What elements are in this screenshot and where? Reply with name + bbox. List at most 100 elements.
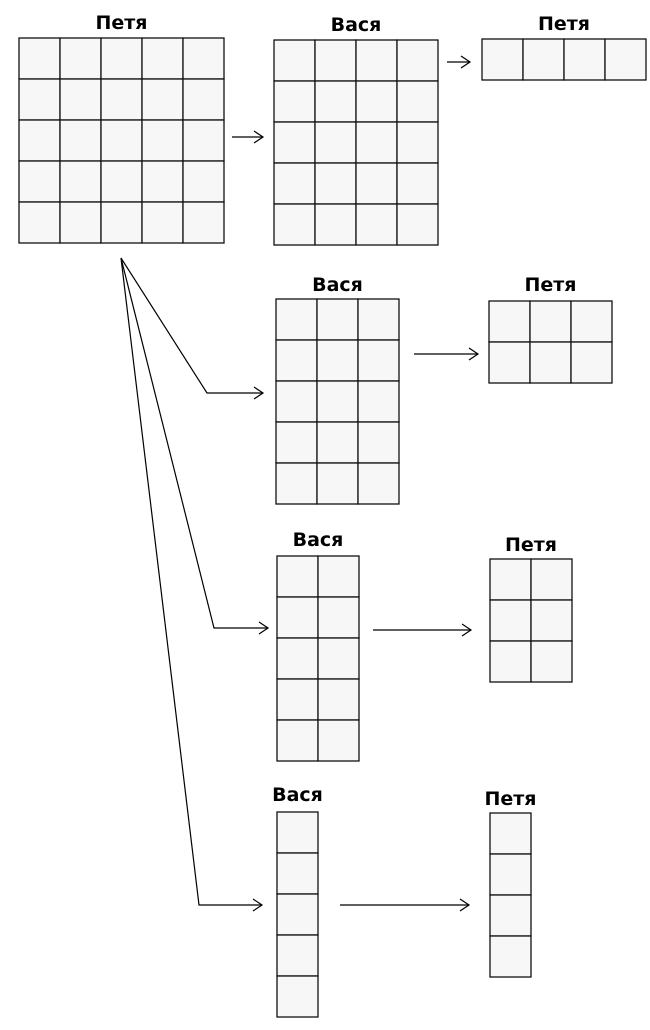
grid-cell	[273, 203, 316, 246]
grid-петя-1x4: Петя	[485, 788, 537, 978]
arrowhead-icon	[461, 623, 473, 637]
grid-cell	[100, 37, 143, 80]
arrow-g6-to-g7	[373, 623, 473, 637]
arrowhead-icon	[253, 130, 265, 144]
grid-cell	[59, 160, 102, 203]
grid-cell	[100, 201, 143, 244]
grid-cell	[488, 341, 531, 384]
grid-cell	[18, 201, 61, 244]
grid-cell	[316, 339, 359, 382]
grid-вася-4x5: Вася	[273, 14, 439, 246]
grid-cell	[317, 555, 360, 598]
grid-cell	[489, 853, 532, 896]
grid-cell	[275, 462, 318, 505]
grid-cell	[570, 300, 613, 343]
grid-cell	[314, 80, 357, 123]
grid-вася-3x5: Вася	[275, 274, 400, 505]
grid-cell	[357, 462, 400, 505]
grid-cell	[396, 162, 439, 205]
grid-вася-1x5: Вася	[272, 784, 323, 1018]
grid-cell	[396, 121, 439, 164]
grid-cell	[355, 80, 398, 123]
grid-cell	[317, 719, 360, 762]
grid-cell	[396, 80, 439, 123]
grid-cell	[276, 678, 319, 721]
grid-петя-5x5: Петя	[18, 12, 225, 244]
arrow-line	[120, 257, 263, 394]
grid-cell	[570, 341, 613, 384]
grid-cell	[100, 160, 143, 203]
arrow-line	[120, 257, 262, 906]
grid-cell	[488, 300, 531, 343]
arrow-g1-to-g6	[120, 257, 270, 635]
arrow-g4-to-g5	[414, 347, 480, 361]
grid-cell	[357, 421, 400, 464]
grid-cell	[530, 558, 573, 601]
grid-петя-3x2: Петя	[488, 274, 613, 384]
grid-label: Петя	[538, 13, 590, 35]
grid-cell	[18, 37, 61, 80]
grid-cell	[276, 893, 319, 936]
grid-cell	[182, 119, 225, 162]
grid-петя-2x3: Петя	[489, 534, 573, 683]
grid-cell	[489, 599, 532, 642]
grid-cell	[314, 39, 357, 82]
grid-cell	[604, 38, 647, 81]
grid-cell	[18, 78, 61, 121]
grid-cell	[489, 558, 532, 601]
grid-cell	[355, 162, 398, 205]
grid-cell	[316, 298, 359, 341]
grid-cell	[317, 678, 360, 721]
grid-cell	[317, 596, 360, 639]
grid-cell	[316, 421, 359, 464]
grid-cell	[273, 121, 316, 164]
grid-cell	[182, 160, 225, 203]
grid-cell	[100, 119, 143, 162]
arrow-g1-to-g4	[120, 257, 265, 400]
grid-label: Петя	[525, 274, 577, 296]
grid-cell	[18, 119, 61, 162]
grid-вася-2x5: Вася	[276, 529, 360, 762]
grid-cell	[59, 78, 102, 121]
grid-cell	[355, 121, 398, 164]
grid-cell	[275, 298, 318, 341]
grid-cell	[314, 121, 357, 164]
grid-cell	[317, 637, 360, 680]
grid-cell	[316, 380, 359, 423]
grid-cell	[396, 203, 439, 246]
grid-cell	[276, 975, 319, 1018]
grid-label: Петя	[505, 534, 557, 556]
grid-петя-4x1: Петя	[481, 13, 647, 81]
grid-cell	[141, 201, 184, 244]
grid-cell	[357, 298, 400, 341]
grid-cell	[276, 719, 319, 762]
grid-cell	[529, 300, 572, 343]
grid-cell	[314, 203, 357, 246]
grid-cell	[18, 160, 61, 203]
grid-cell	[563, 38, 606, 81]
arrowhead-icon	[253, 386, 265, 400]
grid-cell	[489, 640, 532, 683]
grid-label: Вася	[312, 274, 363, 296]
grid-cell	[141, 160, 184, 203]
grid-cell	[355, 39, 398, 82]
grid-cell	[276, 555, 319, 598]
arrowhead-icon	[459, 898, 471, 912]
grid-cell	[275, 421, 318, 464]
arrowhead-icon	[460, 55, 472, 69]
arrow-g2-to-g3	[447, 55, 472, 69]
grid-cell	[489, 935, 532, 978]
grid-label: Петя	[485, 788, 537, 810]
arrow-g8-to-g9	[340, 898, 471, 912]
arrowhead-icon	[468, 347, 480, 361]
grid-cell	[182, 78, 225, 121]
grid-cell	[276, 934, 319, 977]
grid-cell	[276, 852, 319, 895]
grid-cell	[314, 162, 357, 205]
grid-cell	[355, 203, 398, 246]
grid-cell	[529, 341, 572, 384]
grid-cell	[59, 119, 102, 162]
grid-cell	[59, 37, 102, 80]
grid-cell	[489, 812, 532, 855]
